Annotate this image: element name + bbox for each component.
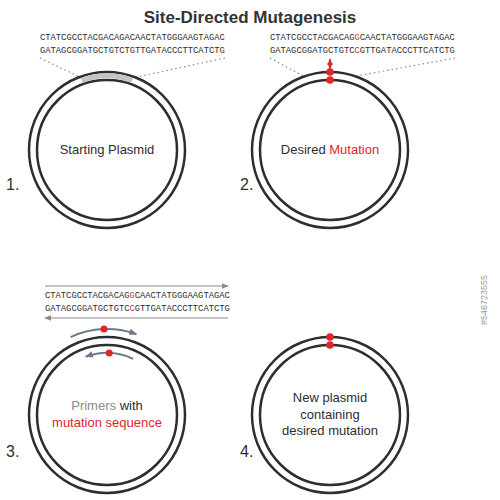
node-text: Primers [71,398,116,413]
diagram-title: Site-Directed Mutagenesis [0,8,500,28]
dotted-leader [357,58,455,76]
mutation-dot [326,76,334,84]
step-number: 1. [6,176,19,194]
plasmid-circle: Starting Plasmid [27,70,187,230]
step-number: 1. [6,176,19,193]
dna-strand [29,72,185,228]
target-region [82,76,133,80]
step-number: 4. [240,443,253,461]
node-label: New plasmid containing desired mutation [280,390,380,441]
node-text: New plasmid containing desired mutation [282,390,378,439]
node-text: Mutation [329,142,379,157]
step-number: 4. [240,443,253,460]
sequence-segment: C [129,304,134,314]
strand-arrow [45,285,228,286]
mutation-arrow [329,59,330,69]
sequence-segment: GATAGCGGATGCTGTC [270,46,354,56]
dna-sequence: CTATCGCCTACGACAGACAACTATGGGAAGTAGAC [40,32,225,44]
sequence-segment: CTATCGCCTACGACAGACAACTATGGGAAGTAGAC [40,33,225,43]
dna-strand [37,80,177,220]
mutation-dot [326,333,334,341]
step-number: 3. [6,443,19,460]
node-label: Starting Plasmid [51,142,163,159]
sequence-segment: G [129,291,134,301]
plasmid-circle: Desired Mutation [250,70,410,230]
sequence-segment: GATAGCGGATGCTGTCTGTTGATACCCTTCATCTG [40,46,225,56]
sequence-segment: CAACTATGGGAAGTAGAC [360,33,455,43]
node-label: Primers with mutation sequence [49,398,165,432]
step-number: 2. [240,176,253,193]
dna-strand [252,72,408,228]
sequence-segment: GTTGATACCCTTCATCTG [360,46,455,56]
dna-sequence: GATAGCGGATGCTGTCCGTTGATACCCTTCATCTG [45,303,230,315]
dotted-leader [132,58,225,78]
dotted-leader [270,58,303,76]
node-label: Desired Mutation [274,142,386,159]
watermark: #546723555 [479,275,489,325]
dotted-leader [40,58,455,78]
sequence-segment: G [354,33,359,43]
plasmid-circle: Primers with mutation sequence [27,335,187,495]
dna-strand [37,345,177,485]
sequence-segment: CTATCGCCTACGACAG [270,33,354,43]
dna-sequence: CTATCGCCTACGACAGGCAACTATGGGAAGTAGAC [45,290,230,302]
step-number: 2. [240,176,253,194]
strand-arrow [45,317,228,318]
dna-strand [29,337,185,493]
node-text: with [120,398,143,413]
sequence-segment: GATAGCGGATGCTGTC [45,304,129,314]
sequence-segment: CTATCGCCTACGACAG [45,291,129,301]
dna-strand [260,80,400,220]
mutation-dot [326,341,334,349]
plasmid-circle: New plasmid containing desired mutation [250,335,410,495]
node-text: Starting Plasmid [60,142,155,157]
node-text: Desired [281,142,326,157]
dna-sequence: GATAGCGGATGCTGTCCGTTGATACCCTTCATCTG [270,45,455,57]
step-number: 3. [6,443,19,461]
dna-sequence: CTATCGCCTACGACAGGCAACTATGGGAAGTAGAC [270,32,455,44]
sequence-segment: GTTGATACCCTTCATCTG [135,304,230,314]
watermark: #546723555 [479,275,489,325]
dotted-leader [40,58,82,78]
mutation-dot [101,326,108,333]
dna-strand [252,337,408,493]
sequence-segment: CAACTATGGGAAGTAGAC [135,291,230,301]
sequence-segment: C [354,46,359,56]
node-text: mutation sequence [52,415,162,430]
mutation-dot [326,68,334,76]
dna-sequence: GATAGCGGATGCTGTCTGTTGATACCCTTCATCTG [40,45,225,57]
dna-strand [260,345,400,485]
mutation-dot [106,350,113,357]
